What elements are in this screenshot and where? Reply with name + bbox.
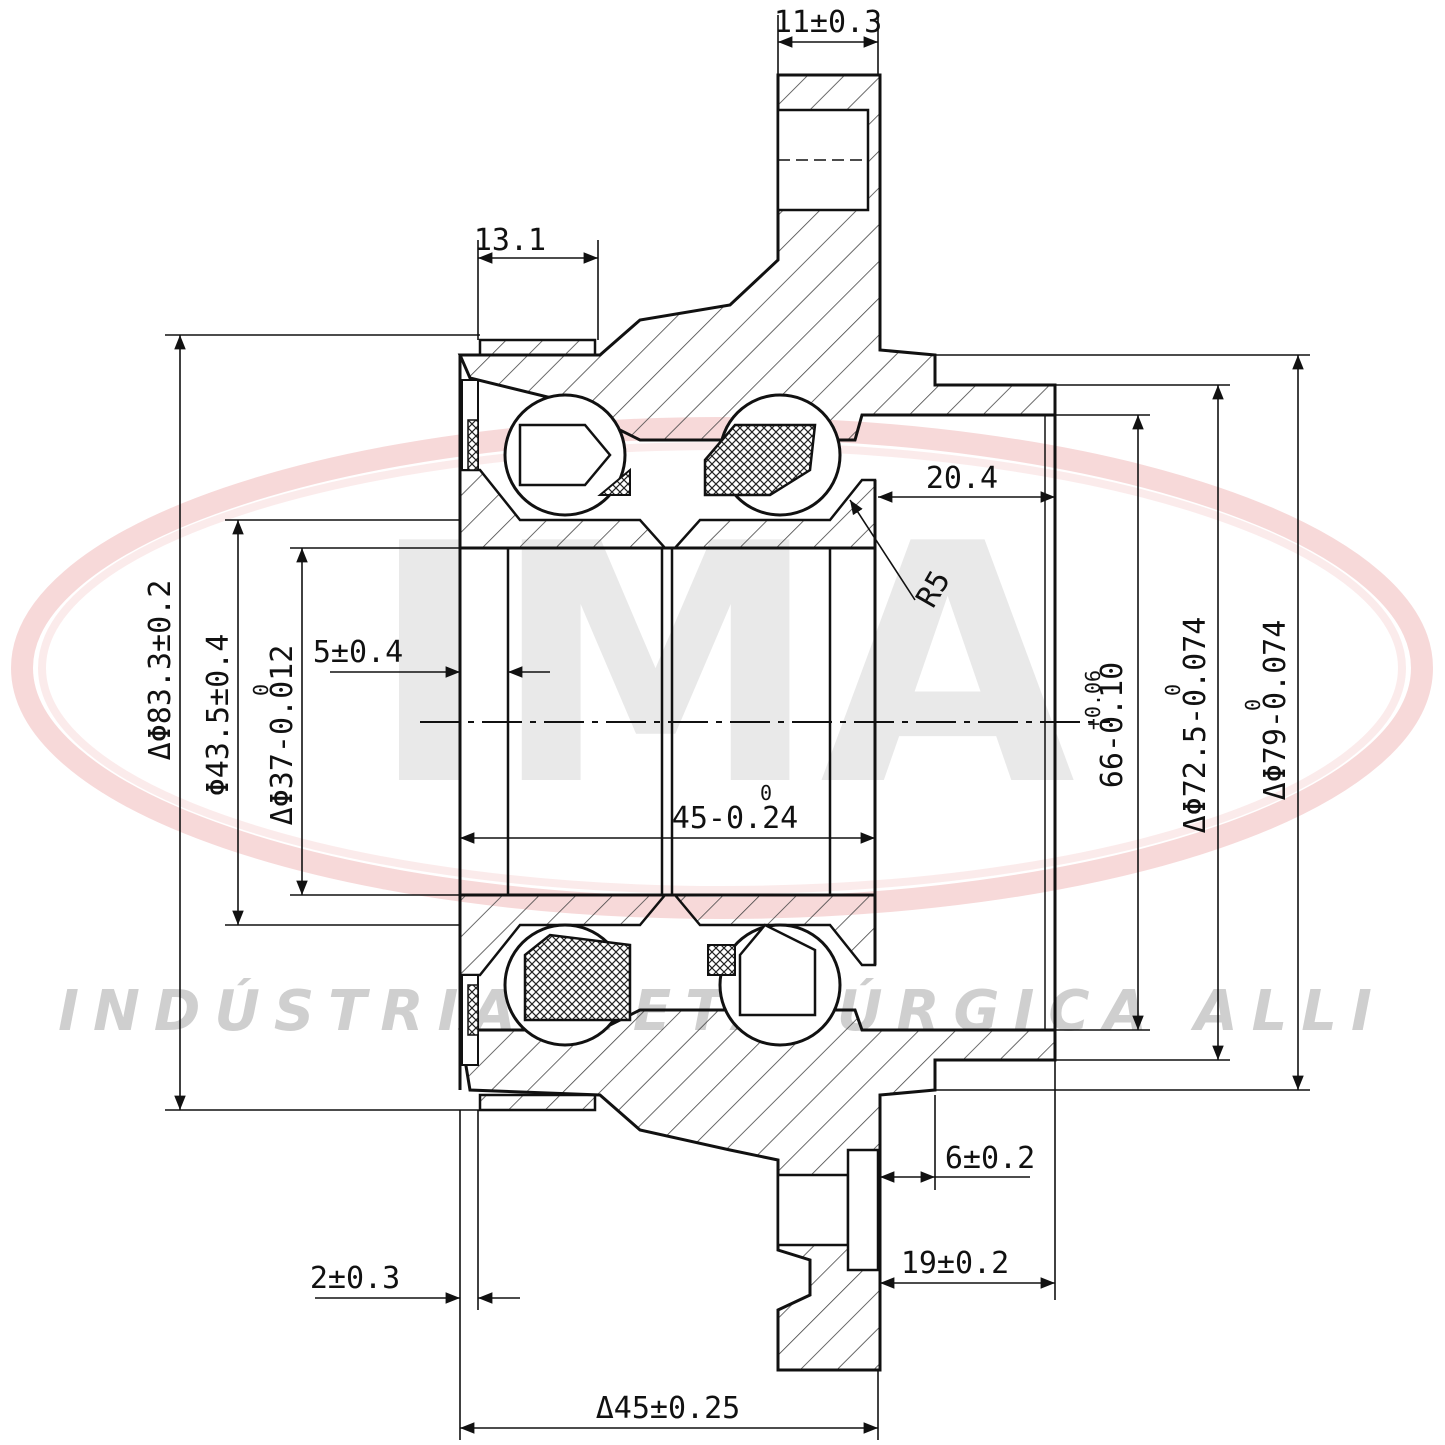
dim-inner-length: 20.4 <box>926 461 998 496</box>
tol-pilot-outer-upper: 0 <box>1241 699 1265 711</box>
dim-dia-pilot-outer: ΔΦ79-0.074 <box>1258 620 1293 801</box>
dim-flange-width: 11±0.3 <box>774 5 882 40</box>
dimension-labels: 11±0.3 13.1 20.4 R5 5±0.4 45-0.24 0 6±0.… <box>143 5 1293 1426</box>
dim-dia-bore: ΔΦ37-0.012 <box>265 645 300 826</box>
dim-dia-shoulder: Φ43.5±0.4 <box>201 634 236 797</box>
seals <box>461 338 597 1112</box>
dim-bore-length: 45-0.24 <box>672 801 798 836</box>
dim-edge-offset: 2±0.3 <box>310 1261 400 1296</box>
hub-section-lower <box>458 1008 1057 1372</box>
tol-inner-pilot-upper: +0.06 <box>1081 670 1105 730</box>
dim-seal-width: 13.1 <box>474 223 546 258</box>
dim-dia-outer-flange: ΔΦ83.3±0.2 <box>143 580 178 761</box>
dim-stud-offset: 19±0.2 <box>901 1246 1009 1281</box>
tol-pilot-mid-upper: 0 <box>1161 684 1185 696</box>
tol-bore-length-upper: 0 <box>760 781 772 805</box>
dimension-lines <box>165 15 1310 1440</box>
dim-overall-width: Δ45±0.25 <box>596 1391 741 1426</box>
dim-dia-pilot-mid: ΔΦ72.5-0.074 <box>1178 617 1213 834</box>
dim-pilot-depth: 6±0.2 <box>945 1141 1035 1176</box>
dim-offset: 5±0.4 <box>313 635 403 670</box>
tol-dia-bore-upper: 0 <box>249 684 273 696</box>
dim-dia-inner-pilot: 66-0.10 <box>1095 662 1130 788</box>
hub-section-upper <box>457 73 1057 442</box>
bearing-balls <box>503 393 842 1047</box>
